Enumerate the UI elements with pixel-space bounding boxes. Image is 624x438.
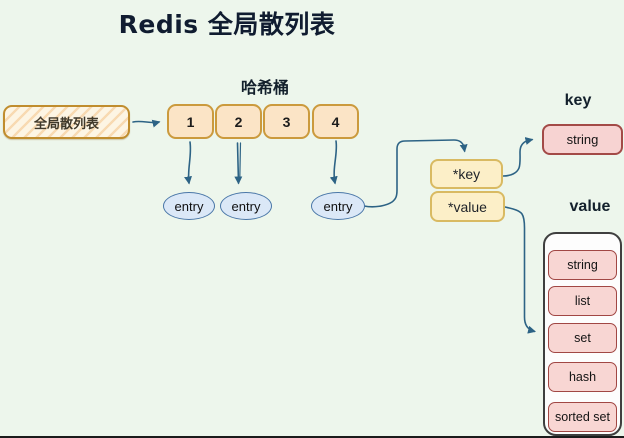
page-title: Redis 全局散列表 bbox=[118, 10, 336, 39]
value-type-sorted-set-label: sorted set bbox=[555, 410, 610, 424]
entry-key-pointer-label: *key bbox=[452, 166, 481, 182]
arrow-bucket4-to-entry bbox=[329, 140, 338, 185]
value-type-set-label: set bbox=[574, 331, 591, 345]
key-type-box: string bbox=[542, 124, 623, 155]
value-types-container: string list set hash sorted set bbox=[543, 232, 622, 436]
value-type-list: list bbox=[548, 286, 617, 316]
arrow-entry3-to-key bbox=[363, 139, 468, 208]
value-type-string-label: string bbox=[567, 258, 598, 272]
entry-node-1: entry bbox=[163, 192, 215, 220]
entry-key-pointer-box: *key bbox=[430, 159, 503, 189]
arrow-value-to-set bbox=[504, 206, 536, 334]
value-type-list-label: list bbox=[574, 294, 591, 308]
global-hash-table-node: 全局散列表 bbox=[3, 105, 130, 139]
arrow-global-to-bucket1 bbox=[132, 119, 161, 128]
entry-node-3: entry bbox=[311, 192, 365, 220]
bucket-1-label: 1 bbox=[186, 113, 195, 130]
bucket-3-label: 3 bbox=[282, 113, 291, 130]
arrow-bucket2-to-entry-line1 bbox=[234, 142, 243, 185]
bottom-border-bar bbox=[0, 436, 624, 438]
bucket-cell-1: 1 bbox=[167, 104, 214, 139]
entry-value-pointer-box: *value bbox=[430, 191, 505, 222]
value-section-label: value bbox=[569, 198, 611, 215]
arrow-bucket1-to-entry bbox=[184, 141, 192, 185]
value-type-set: set bbox=[548, 323, 617, 353]
value-type-sorted-set: sorted set bbox=[548, 402, 617, 432]
value-type-string: string bbox=[548, 250, 617, 280]
value-type-hash: hash bbox=[548, 362, 617, 392]
bucket-cell-4: 4 bbox=[312, 104, 359, 139]
hash-bucket-label: 哈希桶 bbox=[240, 80, 289, 97]
key-type-label: string bbox=[566, 132, 599, 147]
value-type-hash-label: hash bbox=[568, 370, 597, 384]
entry-1-label: entry bbox=[174, 198, 204, 214]
entry-2-label: entry bbox=[231, 198, 261, 214]
bucket-cell-2: 2 bbox=[215, 104, 262, 139]
bucket-4-label: 4 bbox=[331, 113, 340, 130]
bucket-2-label: 2 bbox=[234, 113, 243, 130]
bucket-cell-3: 3 bbox=[263, 104, 310, 139]
arrow-key-to-string bbox=[502, 137, 534, 177]
entry-value-pointer-label: *value bbox=[448, 198, 487, 215]
entry-3-label: entry bbox=[323, 198, 353, 214]
global-hash-table-label: 全局散列表 bbox=[33, 115, 99, 131]
arrow-bucket2-to-entry-line2 bbox=[239, 142, 242, 180]
entry-node-2: entry bbox=[220, 192, 272, 220]
key-section-label: key bbox=[564, 92, 592, 109]
